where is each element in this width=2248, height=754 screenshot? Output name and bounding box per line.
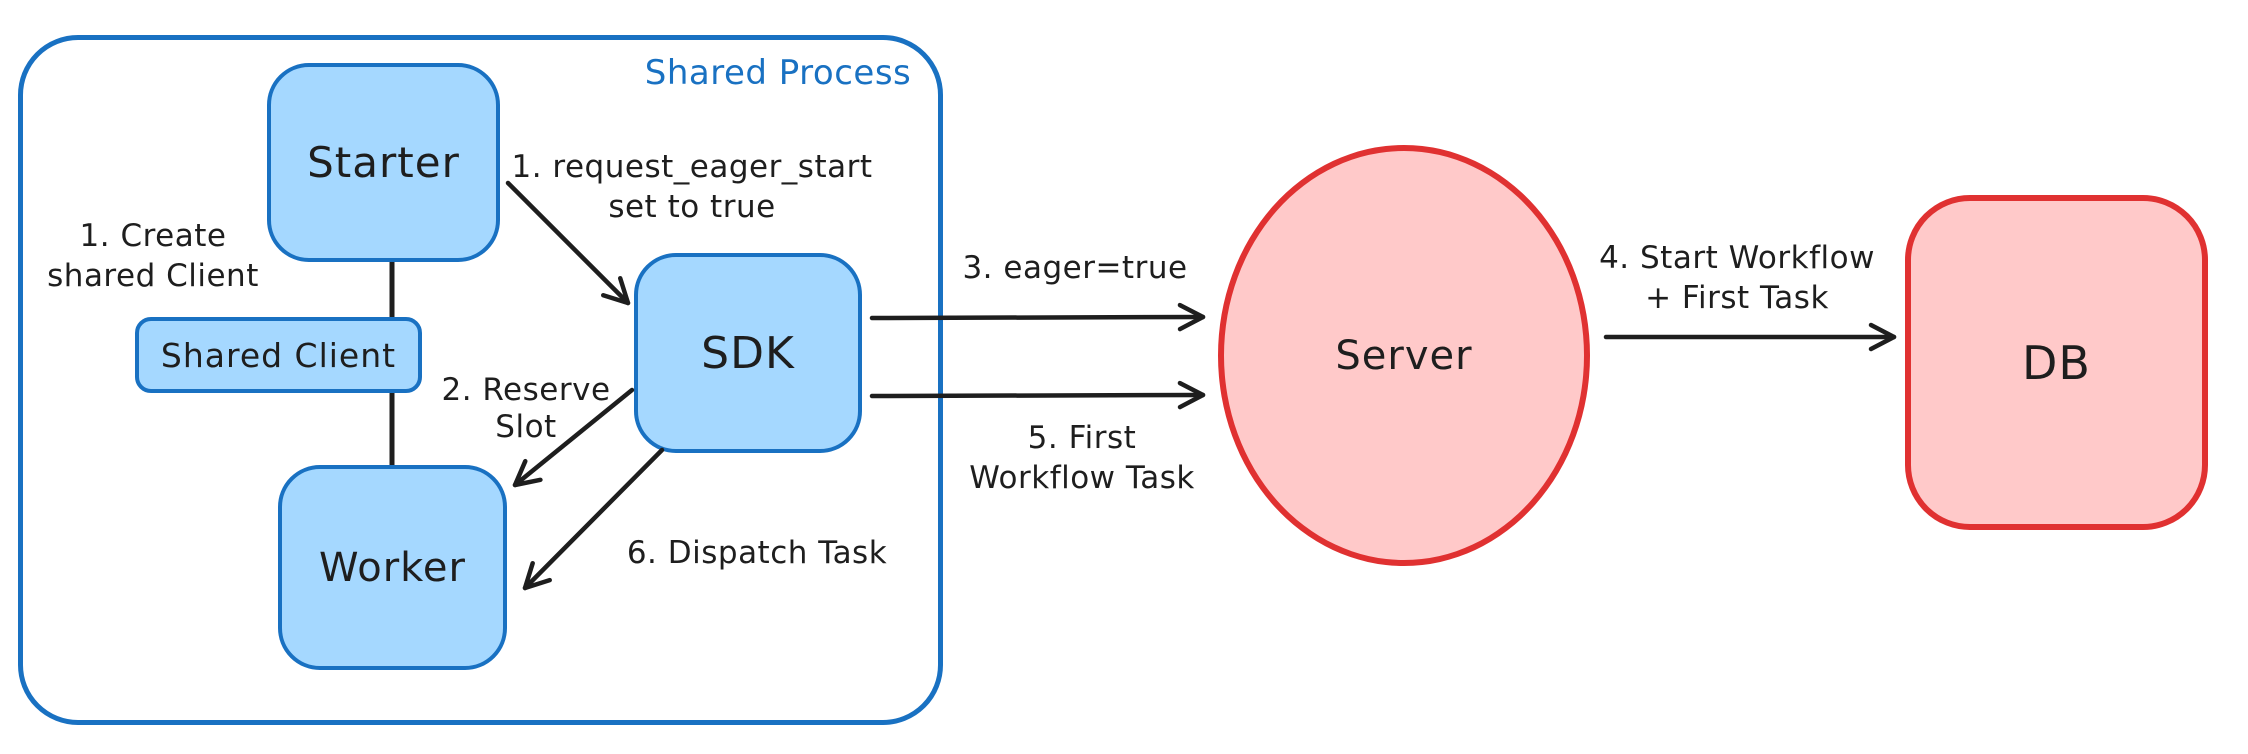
shared-process-frame	[18, 35, 943, 725]
server-node-label: Server	[1335, 332, 1473, 379]
db-node: DB	[1905, 195, 2208, 530]
shared-client-node-label: Shared Client	[160, 335, 397, 375]
worker-node: Worker	[278, 465, 507, 670]
shared-client-node: Shared Client	[135, 317, 422, 393]
server-node: Server	[1218, 145, 1590, 566]
sdk-node: SDK	[634, 253, 862, 453]
starter-node: Starter	[267, 63, 500, 262]
worker-node-label: Worker	[319, 544, 466, 591]
db-node-label: DB	[2022, 335, 2091, 390]
sdk-node-label: SDK	[701, 327, 795, 379]
starter-node-label: Starter	[307, 138, 460, 187]
